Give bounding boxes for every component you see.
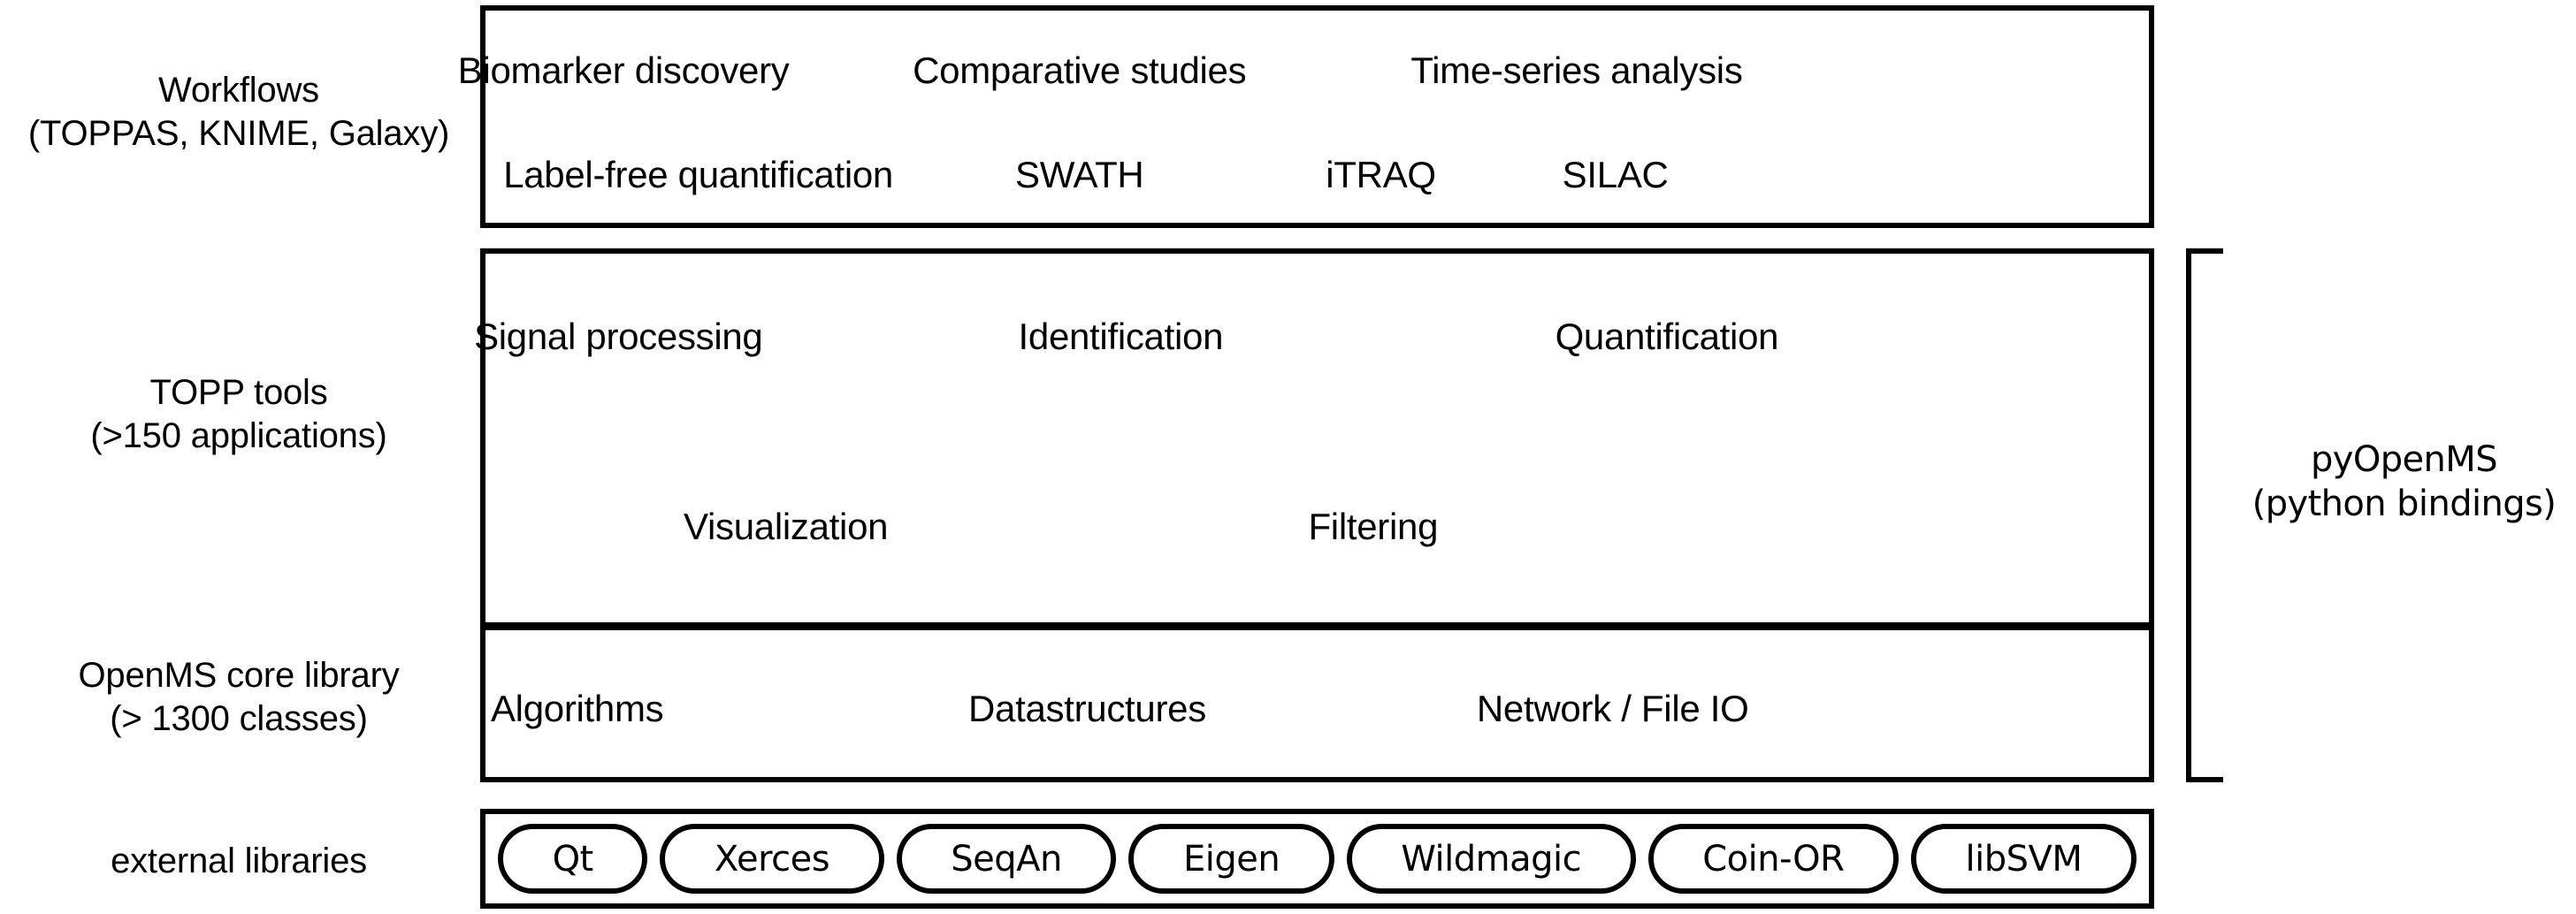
workflows-item-swath: SWATH	[1014, 154, 1144, 196]
external-library-pill-xerces: Xerces	[660, 824, 884, 894]
row-label-topp-tools-line2: (>150 applications)	[90, 415, 387, 455]
topp-item-filtering: Filtering	[1308, 505, 1439, 547]
external-libraries-pill-strip: Qt Xerces SeqAn Eigen Wildmagic Coin-OR …	[498, 824, 2136, 894]
topp-tools-box: Signal processing Identification Quantif…	[474, 248, 2154, 628]
row-label-topp-tools: TOPP tools (>150 applications)	[0, 371, 478, 458]
pyopenms-annotation-line1: pyOpenMS	[2310, 439, 2498, 480]
external-library-pill-wildmagic: Wildmagic	[1346, 824, 1636, 894]
external-library-pill-eigen: Eigen	[1128, 824, 1334, 894]
core-library-box: Algorithms Datastructures Network / File…	[480, 625, 2154, 782]
workflows-item-silac: SILAC	[1562, 154, 1669, 196]
row-label-core-library-line2: (> 1300 classes)	[110, 698, 368, 738]
workflows-item-biomarker-discovery: Biomarker discovery	[457, 50, 790, 92]
row-label-topp-tools-line1: TOPP tools	[149, 373, 328, 412]
pyopenms-annotation-label: pyOpenMS (python bindings)	[2232, 438, 2576, 526]
row-label-workflows: Workflows (TOPPAS, KNIME, Galaxy)	[0, 69, 478, 156]
workflows-box: Biomarker discovery Comparative studies …	[458, 5, 2154, 228]
core-item-network-file-io: Network / File IO	[1476, 688, 1749, 729]
pyopenms-annotation-line2: (python bindings)	[2251, 484, 2557, 524]
core-item-algorithms: Algorithms	[490, 688, 664, 729]
topp-item-identification: Identification	[1018, 316, 1224, 358]
row-label-workflows-line2: (TOPPAS, KNIME, Galaxy)	[27, 113, 450, 153]
pyopenms-span-bracket	[2186, 248, 2223, 782]
row-label-core-library-line1: OpenMS core library	[78, 656, 400, 695]
row-label-core-library: OpenMS core library (> 1300 classes)	[0, 654, 478, 741]
topp-item-quantification: Quantification	[1555, 316, 1779, 358]
topp-item-visualization: Visualization	[684, 505, 889, 547]
workflows-item-time-series-analysis: Time-series analysis	[1410, 50, 1743, 92]
workflows-item-label-free-quantification: Label-free quantification	[503, 154, 893, 196]
row-label-external-libraries: external libraries	[0, 840, 478, 883]
topp-item-signal-processing: Signal processing	[474, 316, 763, 358]
external-library-pill-seqan: SeqAn	[896, 824, 1117, 894]
external-library-pill-libsvm: libSVM	[1910, 824, 2136, 894]
core-item-datastructures: Datastructures	[968, 688, 1206, 729]
external-library-pill-qt: Qt	[498, 824, 648, 894]
row-label-workflows-line1: Workflows	[158, 71, 319, 110]
external-library-pill-coin-or: Coin-OR	[1647, 824, 1899, 894]
row-label-external-libraries-line1: external libraries	[111, 842, 367, 880]
workflows-item-itraq: iTRAQ	[1326, 154, 1436, 196]
workflows-item-comparative-studies: Comparative studies	[913, 50, 1247, 92]
